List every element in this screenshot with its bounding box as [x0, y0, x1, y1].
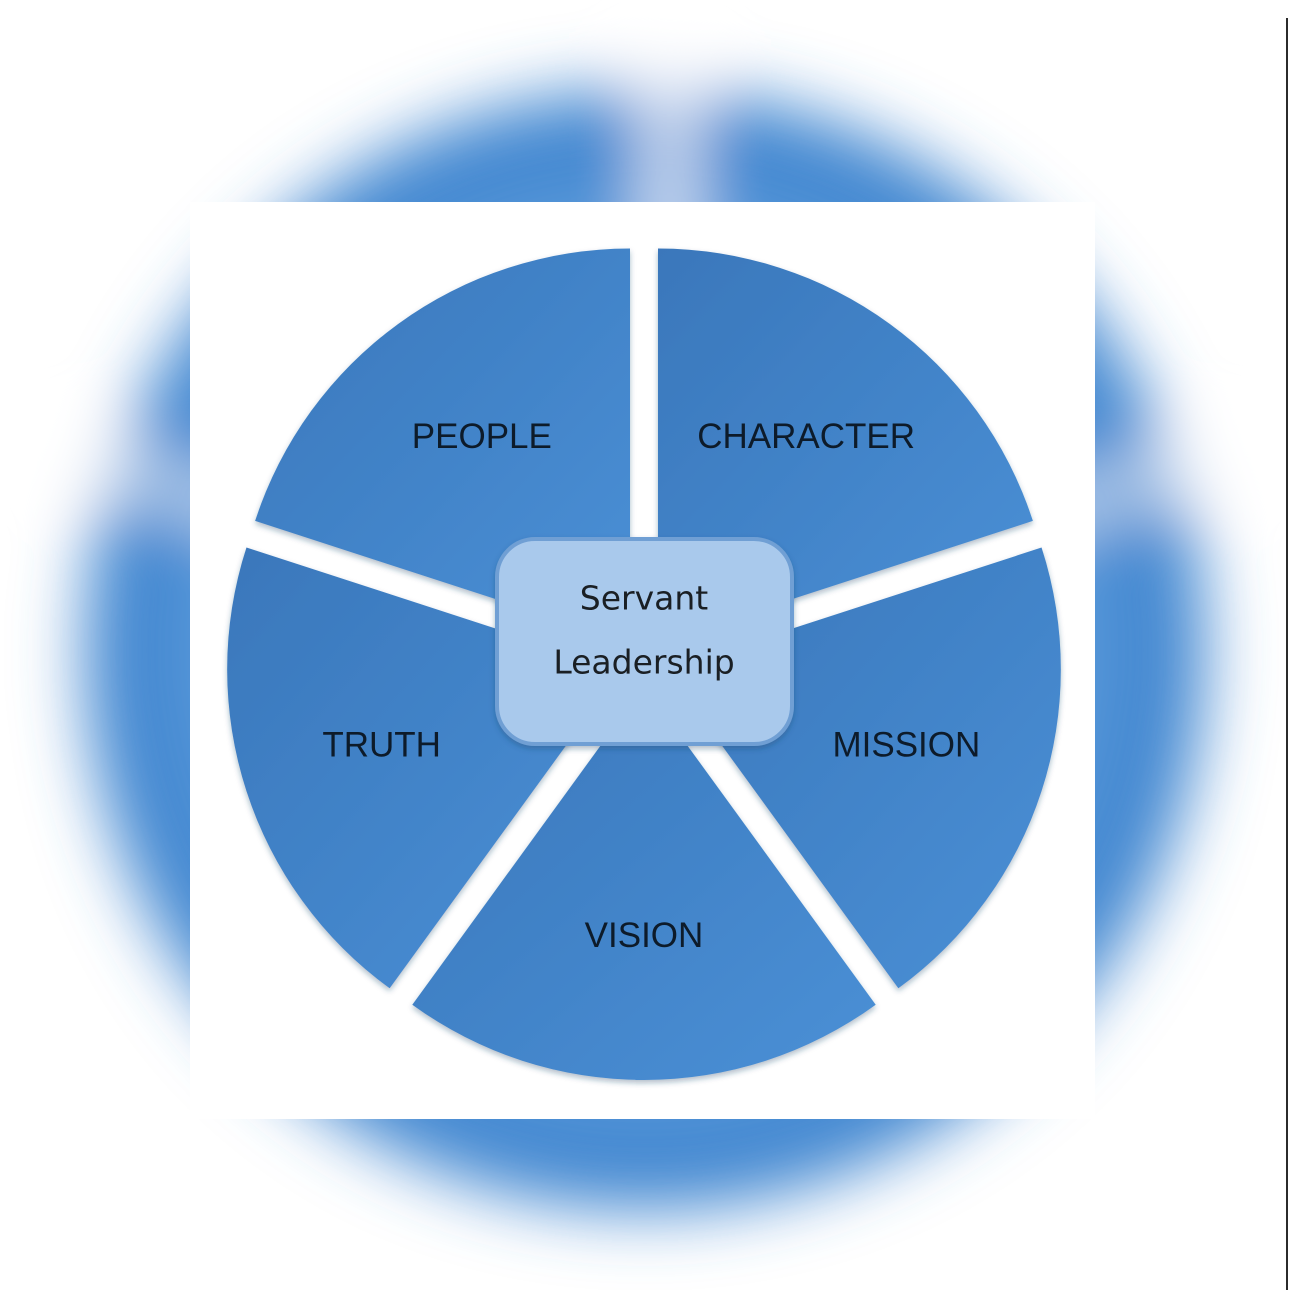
segment-vision	[412, 685, 876, 1080]
segment-label-vision: VISION	[585, 916, 704, 955]
segment-label-character: CHARACTER	[697, 417, 915, 456]
center-hub	[495, 537, 794, 746]
servant-leadership-diagram: PEOPLE CHARACTER MISSION VISION TRUTH Servan…	[227, 248, 1061, 1080]
diagram-card: PEOPLE CHARACTER MISSION VISION TRUTH Servan…	[190, 202, 1095, 1119]
segment-label-people: PEOPLE	[412, 417, 552, 456]
center-label-line-1: Servant	[580, 579, 708, 618]
segment-label-mission: MISSION	[832, 726, 980, 765]
center-label-line-2: Leadership	[553, 643, 734, 682]
right-edge-rule	[1286, 18, 1288, 1290]
segment-label-truth: TRUTH	[322, 726, 441, 765]
